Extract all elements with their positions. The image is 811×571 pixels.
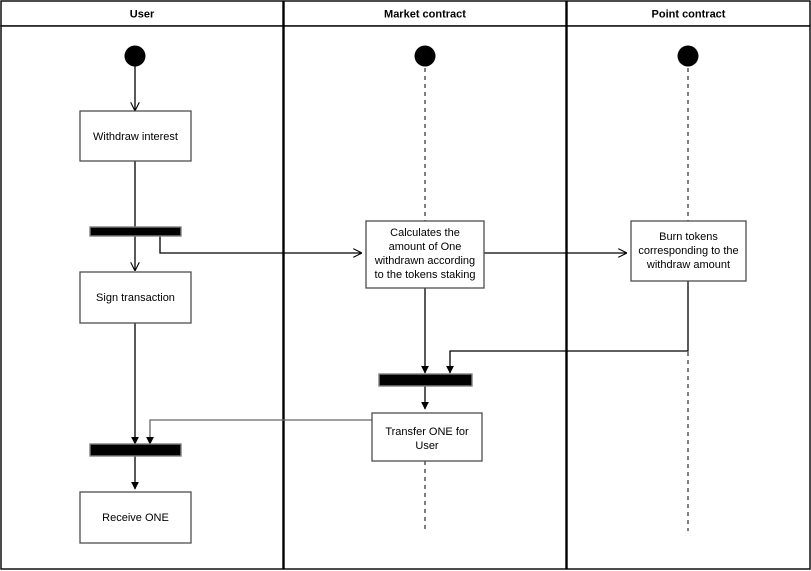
activity-label-calculates-line-2: amount of One xyxy=(389,241,462,253)
activity-label-burn-tokens-line-3: withdraw amount xyxy=(646,259,730,271)
join-bar-user xyxy=(89,443,182,457)
lane-header-market xyxy=(283,0,567,27)
activity-node-receive-one[interactable]: Receive ONE xyxy=(79,491,192,544)
activity-label-receive-one: Receive ONE xyxy=(102,512,169,524)
lane-header-label-user: User xyxy=(130,8,155,20)
activity-box-receive-one[interactable] xyxy=(79,491,192,544)
edge-transfer-to-user-join-path xyxy=(149,419,372,440)
activity-label-withdraw-interest: Withdraw interest xyxy=(93,131,178,143)
lane-header-label-point: Point contract xyxy=(652,8,726,20)
edge-burn-to-market-join-path xyxy=(449,281,689,369)
activity-label-calculates-line-4: to the tokens staking xyxy=(375,269,476,281)
activity-label-calculates-line-1: Calculates the xyxy=(390,227,460,239)
lane-header-user xyxy=(0,0,284,27)
fork-bar-user xyxy=(89,226,182,237)
activity-box-withdraw-interest[interactable] xyxy=(79,110,192,162)
activity-node-withdraw-interest[interactable]: Withdraw interest xyxy=(79,110,192,162)
initial-node-point xyxy=(677,45,699,67)
activity-node-transfer-one[interactable]: Transfer ONE for User xyxy=(371,412,483,462)
activity-label-transfer-one-line-2: User xyxy=(415,440,439,452)
activity-label-calculates-line-3: withdrawn according xyxy=(374,255,475,267)
lane-header-label-market: Market contract xyxy=(384,8,466,20)
activity-box-burn-tokens[interactable] xyxy=(630,220,747,282)
activity-node-calculates[interactable]: Calculates the amount of One withdrawn a… xyxy=(365,220,485,289)
activity-label-burn-tokens-line-1: Burn tokens xyxy=(659,231,718,243)
initial-node-user xyxy=(124,45,146,67)
edge-fork-to-calculates xyxy=(159,236,361,253)
activity-label-transfer-one-line-1: Transfer ONE for xyxy=(385,426,469,438)
activity-label-sign-transaction: Sign transaction xyxy=(96,292,175,304)
activity-box-transfer-one[interactable] xyxy=(371,412,483,462)
activity-box-calculates[interactable] xyxy=(365,220,485,289)
activity-node-burn-tokens[interactable]: Burn tokens corresponding to the withdra… xyxy=(630,220,747,282)
join-bar-market xyxy=(378,373,473,387)
activity-label-burn-tokens-line-2: corresponding to the xyxy=(638,245,738,257)
activity-node-sign-transaction[interactable]: Sign transaction xyxy=(79,271,192,324)
initial-node-market xyxy=(414,45,436,67)
activity-box-sign-transaction[interactable] xyxy=(79,271,192,324)
